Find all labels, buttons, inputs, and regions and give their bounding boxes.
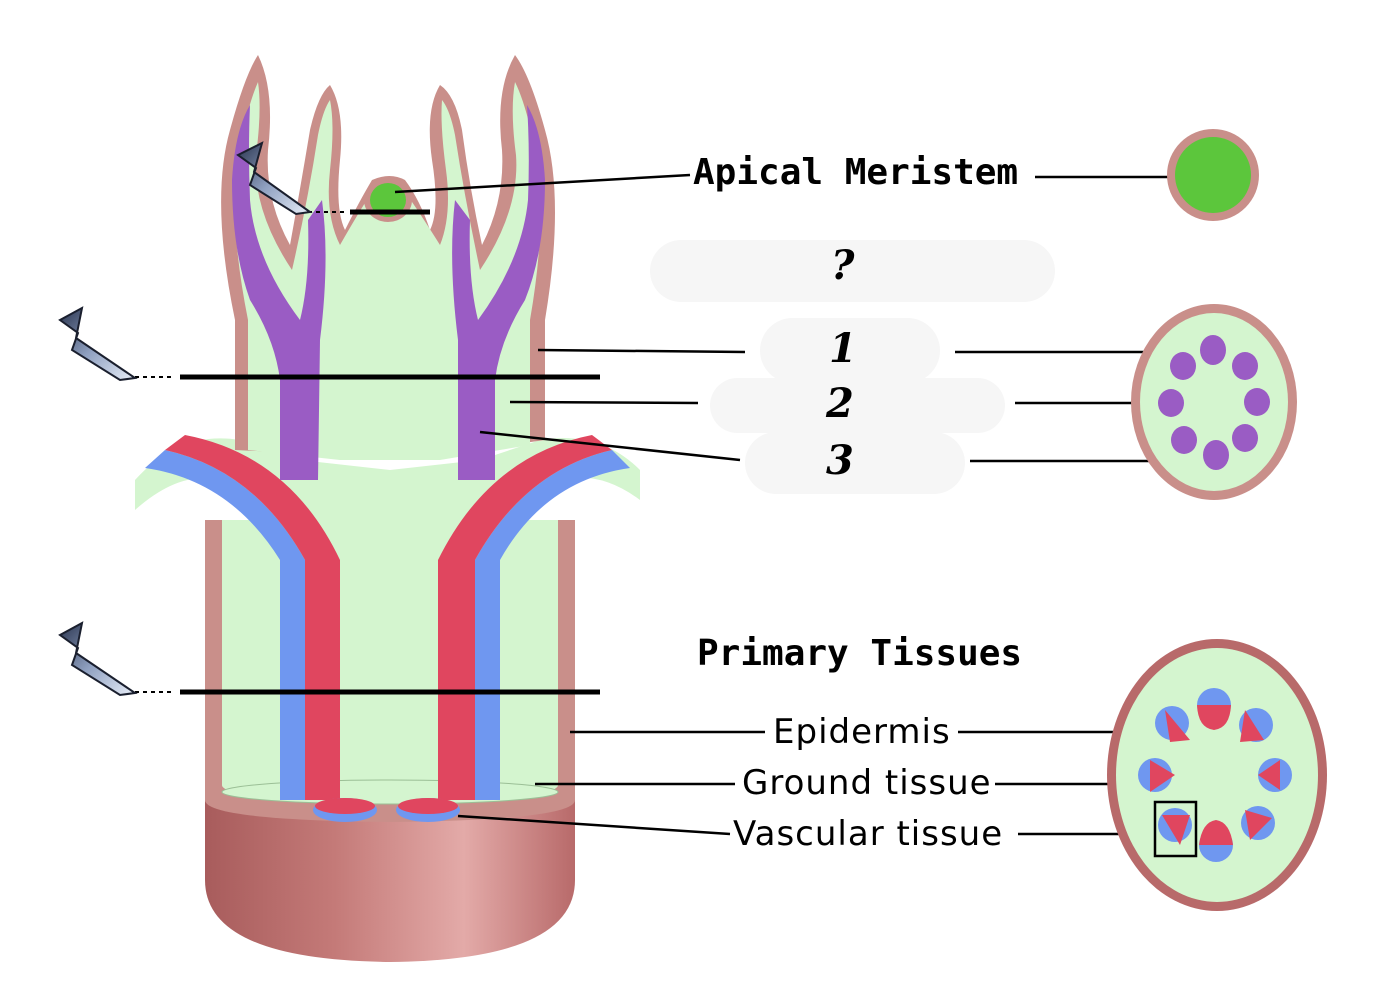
question-mark-label: ? xyxy=(831,242,855,289)
ground-tissue-label: Ground tissue xyxy=(742,763,992,803)
leader-lines xyxy=(394,173,1215,836)
vascular-tissue-label: Vascular tissue xyxy=(733,814,1004,854)
stem-base xyxy=(205,520,575,962)
upper-shoot xyxy=(221,55,555,480)
cross-section-bottom xyxy=(1107,639,1327,911)
number-3-label: 3 xyxy=(826,437,854,484)
blank-label-area xyxy=(650,240,1055,302)
vascular-bundle-ovals xyxy=(313,798,460,822)
knife-icon xyxy=(236,141,313,216)
apical-meristem-label: Apical Meristem xyxy=(693,152,1019,193)
blank-label-area xyxy=(760,318,940,383)
epidermis-label: Epidermis xyxy=(773,712,951,752)
number-1-label: 1 xyxy=(829,325,857,372)
blank-label-area xyxy=(745,432,965,494)
knife-icon xyxy=(58,306,138,382)
vascular-bundles xyxy=(1138,688,1292,862)
cross-section-apex xyxy=(1167,129,1259,221)
cut-lines xyxy=(135,209,600,695)
knife-icon xyxy=(58,621,138,697)
cross-section-middle xyxy=(1131,304,1297,500)
blank-label-area xyxy=(710,378,1005,433)
number-2-label: 2 xyxy=(826,380,854,427)
vascular-strands-lower xyxy=(145,435,630,800)
primary-tissues-heading: Primary Tissues xyxy=(697,633,1023,674)
